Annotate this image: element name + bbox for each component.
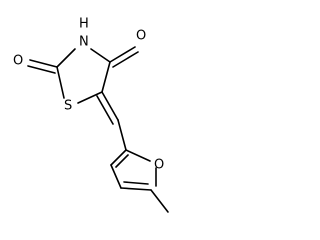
bond-carbonyl-top-b: [112, 51, 139, 68]
atom-label-o-furan: O: [154, 158, 164, 173]
bond-methyl: [150, 189, 169, 213]
bond-ch-furan: [117, 119, 127, 151]
bond-carbonyl-top-a: [109, 46, 136, 63]
bond-furan-c5-c4-a: [120, 187, 152, 191]
bond-furan-c3-c2-b: [115, 154, 129, 168]
atom-label-s: S: [64, 99, 72, 114]
bond-c-carbonyl-top-c5: [101, 61, 111, 93]
chemical-structure-diagram: O H N O S O: [13, 17, 169, 213]
bond-exocyclic-b: [96, 95, 114, 125]
bond-n-c-carbonyl-top: [90, 48, 111, 63]
bond-s-c2: [56, 66, 65, 99]
bond-carbonyl-left-b: [27, 65, 56, 74]
bond-c2-n: [56, 48, 76, 68]
bond-furan-c4-c3: [110, 164, 122, 189]
bond-furan-c3-c2-a: [110, 149, 127, 166]
atom-label-n: N: [79, 35, 89, 50]
bond-carbonyl-left-a: [29, 59, 58, 68]
atom-label-o-top: O: [136, 29, 146, 44]
bond-furan-c5-c4-b: [123, 181, 149, 185]
atom-label-o-left: O: [13, 54, 23, 69]
bond-furan-c2-o: [125, 149, 151, 162]
bond-exocyclic-a: [101, 91, 119, 121]
atom-label-h: H: [79, 17, 89, 32]
bond-c5-s: [77, 91, 103, 104]
